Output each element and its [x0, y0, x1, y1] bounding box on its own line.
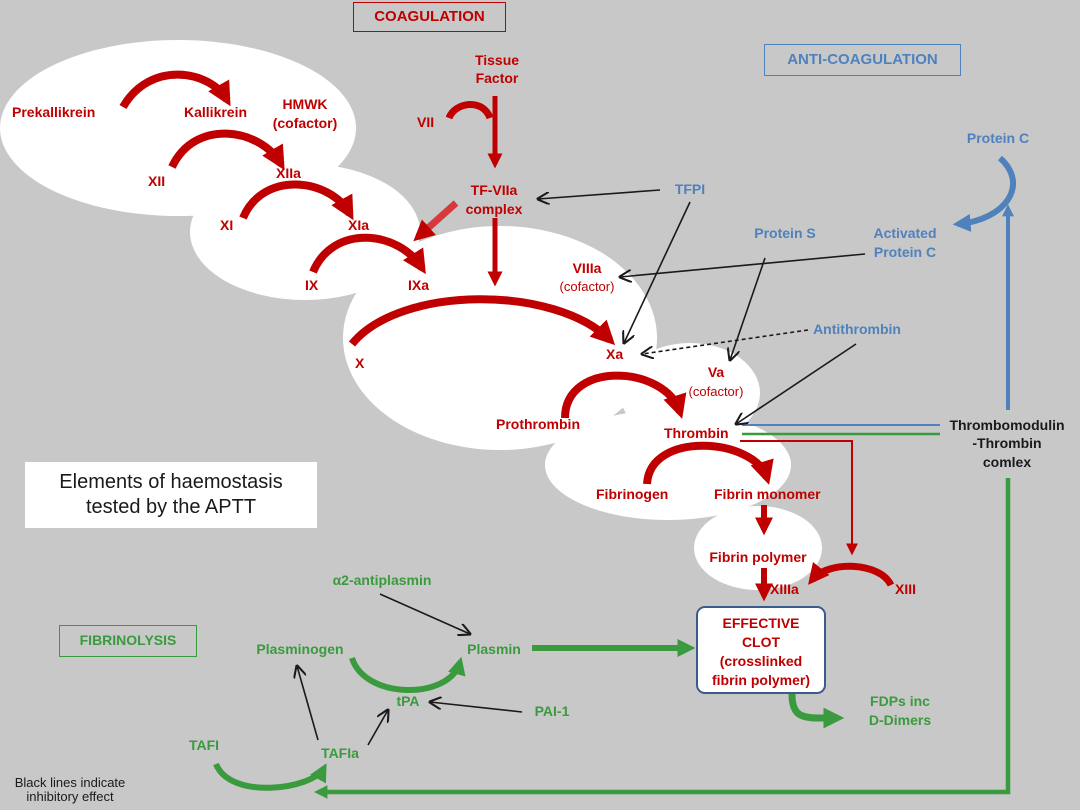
- label-thrombomodulin-complex: comlex: [983, 454, 1031, 470]
- label-factor: Factor: [476, 70, 519, 86]
- aptt-legend-line1: Elements of haemostasis: [59, 471, 283, 493]
- inhibit-antithrombin-thrombin: [736, 343, 857, 424]
- inhibit-activatedpc-viiia: [620, 253, 866, 277]
- clot-line1: EFFECTIVE: [722, 615, 800, 631]
- fibrinolysis-labels: α2-antiplasmin Plasminogen Plasmin tPA P…: [189, 572, 931, 761]
- anticoag-lines: [742, 155, 1016, 426]
- clot-line2: CLOT: [741, 634, 781, 650]
- arrow-x-xa: [348, 295, 616, 347]
- arrow-vii-tfviia: [445, 101, 494, 120]
- arrow-prekallikrein-kallikrein: [119, 70, 231, 110]
- arrow-fibrinogen-monomer: [643, 441, 774, 485]
- clot-line4: fibrin polymer): [711, 672, 810, 688]
- label-pai1: PAI-1: [535, 703, 570, 719]
- region-tenase: [343, 226, 657, 450]
- note-line2: inhibitory effect: [26, 789, 114, 804]
- fibrinolysis-header: FIBRINOLYSIS: [59, 625, 197, 657]
- arrow-xii-xiia: [168, 129, 285, 171]
- arrow-tafi-tafia: [213, 762, 327, 791]
- coagulation-labels: Prekallikrein Kallikrein HMWK (cofactor)…: [12, 52, 916, 597]
- label-xiii: XIII: [895, 581, 916, 597]
- label-viiia: VIIIa: [573, 260, 602, 276]
- arrow-ix-ixa: [309, 233, 426, 275]
- region-thrombin: [545, 410, 791, 520]
- effective-clot-box: EFFECTIVE CLOT (crosslinked fibrin polym…: [696, 606, 826, 694]
- label-xia: XIa: [348, 217, 369, 233]
- aptt-regions: [0, 40, 822, 590]
- arrow-protein-c-activation: [952, 155, 1016, 232]
- arrow-xi-xia: [239, 180, 354, 221]
- label-tafia: TAFIa: [321, 745, 359, 761]
- label-plasmin: Plasmin: [467, 641, 521, 657]
- label-ix: IX: [305, 277, 319, 293]
- aptt-legend-line2: tested by the APTT: [85, 496, 257, 518]
- label-a2-antiplasmin: α2-antiplasmin: [333, 572, 432, 588]
- arrow-xiii-xiiia: [808, 561, 895, 587]
- arrow-prothrombin-thrombin: [561, 371, 687, 419]
- inhibitory-lines: [297, 189, 866, 746]
- label-kallikrein: Kallikrein: [184, 104, 247, 120]
- label-xiiia: XIIIa: [770, 581, 799, 597]
- arrow-thrombomodulin-tafi: [313, 478, 1011, 799]
- label-thrombomodulin: Thrombomodulin: [949, 417, 1064, 433]
- label-tafi: TAFI: [189, 737, 219, 753]
- arrow-plasminogen-plasmin: [349, 656, 466, 693]
- label-protein-s: Protein S: [754, 225, 815, 241]
- coag-straight-arrows: [413, 96, 858, 602]
- region-fibrin: [694, 506, 822, 590]
- inhibit-proteins-va: [730, 257, 766, 360]
- label-tissue: Tissue: [475, 52, 519, 68]
- label-xii: XII: [148, 173, 165, 189]
- label-ixa: IXa: [408, 277, 429, 293]
- label-antithrombin: Antithrombin: [813, 321, 901, 337]
- label-x: X: [355, 355, 365, 371]
- inhibit-tfpi-xa: [624, 201, 691, 343]
- label-xa: Xa: [606, 346, 623, 362]
- label-tfpi: TFPI: [675, 181, 705, 197]
- label-xiia: XIIa: [276, 165, 301, 181]
- label-fibrinogen: Fibrinogen: [596, 486, 668, 502]
- arrow-clot-fdps: [788, 693, 845, 729]
- label-plasminogen: Plasminogen: [256, 641, 343, 657]
- arrow-thrombin-xiii: [740, 440, 858, 556]
- label-prekallikrein: Prekallikrein: [12, 104, 95, 120]
- label-complex: complex: [466, 201, 523, 217]
- inhibitory-note: Black lines indicate inhibitory effect: [0, 776, 140, 804]
- label-fibrin-monomer: Fibrin monomer: [714, 486, 821, 502]
- arrow-tafia-plasminogen: [297, 666, 319, 741]
- region-intrinsic: [190, 164, 420, 300]
- aptt-legend-box: Elements of haemostasis tested by the AP…: [25, 462, 317, 528]
- arrow-tafia-tpa: [367, 710, 388, 746]
- clot-line3: (crosslinked: [719, 653, 803, 669]
- label-fdps: FDPs inc: [870, 693, 930, 709]
- label-viiia-cofactor: (cofactor): [560, 279, 615, 294]
- label-thrombin: Thrombin: [664, 425, 729, 441]
- label-va: Va: [708, 364, 725, 380]
- label-va-cofactor: (cofactor): [689, 384, 744, 399]
- label-ddimers: D-Dimers: [869, 712, 931, 728]
- label-prothrombin: Prothrombin: [496, 416, 580, 432]
- inhibit-a2antiplasmin-plasmin: [379, 593, 470, 634]
- inhibit-tfpi-tfviia: [538, 189, 661, 199]
- label-activated: Activated: [873, 225, 936, 241]
- anticoagulation-labels: Protein C TFPI Protein S Activated Prote…: [675, 130, 1065, 470]
- fibrinolysis-lines: [213, 432, 1011, 799]
- label-hmwk-cofactor: (cofactor): [273, 115, 338, 131]
- label-tf-viia: TF-VIIa: [471, 182, 518, 198]
- inhibit-pai1-tpa: [430, 702, 523, 713]
- arrow-tfviia-ixa: [413, 200, 459, 242]
- label-tpa: tPA: [396, 693, 419, 709]
- label-activated-protein-c: Protein C: [874, 244, 936, 260]
- label-xi: XI: [220, 217, 233, 233]
- activation-curves: [119, 70, 895, 587]
- label-thrombomodulin-thrombin: -Thrombin: [972, 435, 1041, 451]
- label-fibrin-polymer: Fibrin polymer: [709, 549, 807, 565]
- note-line1: Black lines indicate: [14, 775, 126, 790]
- coagulation-header: COAGULATION: [353, 2, 506, 32]
- label-protein-c: Protein C: [967, 130, 1029, 146]
- label-hmwk: HMWK: [282, 96, 327, 112]
- anti-coagulation-header: ANTI-COAGULATION: [764, 44, 961, 76]
- label-vii: VII: [417, 114, 434, 130]
